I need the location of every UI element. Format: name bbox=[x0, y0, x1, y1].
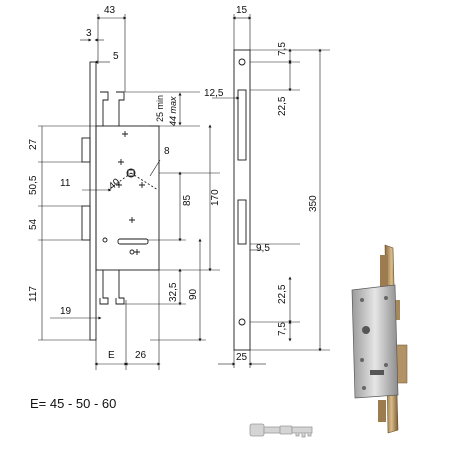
dim-plate-bottom-hole: 7,5 bbox=[277, 322, 288, 336]
dim-hole-to-bolt: 22,5 bbox=[277, 96, 288, 116]
follower-hole bbox=[126, 168, 136, 178]
dim-plate-bottom-width: 25 bbox=[236, 352, 248, 363]
lower-hook-2 bbox=[115, 270, 125, 305]
dim-front-offset: 3 bbox=[86, 28, 92, 39]
dim-latch-min: 25 min bbox=[155, 95, 165, 122]
case-outline bbox=[95, 125, 160, 271]
dead-bolt bbox=[81, 205, 91, 241]
faceplate-outline bbox=[89, 61, 97, 341]
dim-bottom-section: 90 bbox=[188, 288, 199, 300]
follower-square bbox=[127, 169, 135, 177]
dim-total-length: 350 bbox=[308, 195, 319, 212]
dim-latch-max: 44 max bbox=[168, 96, 178, 126]
strike-top-hole bbox=[238, 58, 246, 66]
dim-key-to-centre: 85 bbox=[182, 194, 193, 206]
key-icon bbox=[249, 423, 313, 438]
dim-top-hole: 7,5 bbox=[277, 42, 288, 56]
dim-follower-to-key: 50,5 bbox=[28, 175, 39, 195]
lower-hook-1 bbox=[99, 270, 109, 305]
dim-top-to-follower: 27 bbox=[28, 138, 39, 150]
upper-hook-2 bbox=[116, 91, 125, 126]
strike-dimension-lines bbox=[212, 14, 330, 368]
dim-case-depth: 26 bbox=[135, 350, 147, 361]
dim-backset: E bbox=[108, 350, 115, 361]
photo-follower bbox=[362, 326, 370, 334]
strike-plate-drawing bbox=[233, 49, 251, 351]
photo-case bbox=[351, 284, 399, 399]
dim-upper-bolt-height: 12,5 bbox=[204, 88, 224, 99]
dim-overall-to-key: 170 bbox=[210, 189, 221, 206]
screw-marks bbox=[102, 131, 145, 255]
backset-legend: E= 45 - 50 - 60 bbox=[30, 396, 117, 411]
dim-front-thickness: 5 bbox=[113, 51, 119, 62]
strike-bottom-hole bbox=[238, 318, 246, 326]
dim-bottom-hook: 19 bbox=[60, 306, 72, 317]
dim-lower-tab: 117 bbox=[28, 286, 39, 302]
dim-key-box: 54 bbox=[28, 218, 39, 230]
dim-lower-bolt-drop: 32,5 bbox=[168, 282, 179, 302]
strike-lower-slot bbox=[237, 199, 247, 245]
photo-lower-bolt bbox=[378, 400, 386, 422]
lock-photo bbox=[351, 244, 408, 434]
strike-dimension-labels: 15 7,5 12,5 22,5 350 9,5 22,5 7,5 25 bbox=[204, 5, 319, 363]
lock-body-drawing bbox=[81, 61, 160, 341]
key-slot bbox=[117, 238, 149, 245]
dim-plate-bolt-width: 9,5 bbox=[256, 243, 270, 254]
dim-plate-lower-hole: 22,5 bbox=[277, 284, 288, 304]
upper-hook-1 bbox=[100, 91, 109, 126]
latch-tongue bbox=[81, 137, 91, 163]
strike-upper-slot bbox=[237, 89, 247, 161]
dim-follower-offset: 11 bbox=[60, 178, 71, 189]
dim-follower-square: 8 bbox=[164, 146, 170, 157]
photo-key-slot bbox=[370, 370, 384, 375]
left-dimension-lines bbox=[38, 14, 220, 370]
dim-plate-width: 15 bbox=[236, 5, 248, 16]
dim-front-width: 43 bbox=[104, 5, 116, 16]
left-dimension-labels: 43 3 5 25 min 44 max 27 50,5 11 40 8 85 … bbox=[28, 5, 221, 361]
photo-upper-bolt bbox=[380, 255, 388, 295]
